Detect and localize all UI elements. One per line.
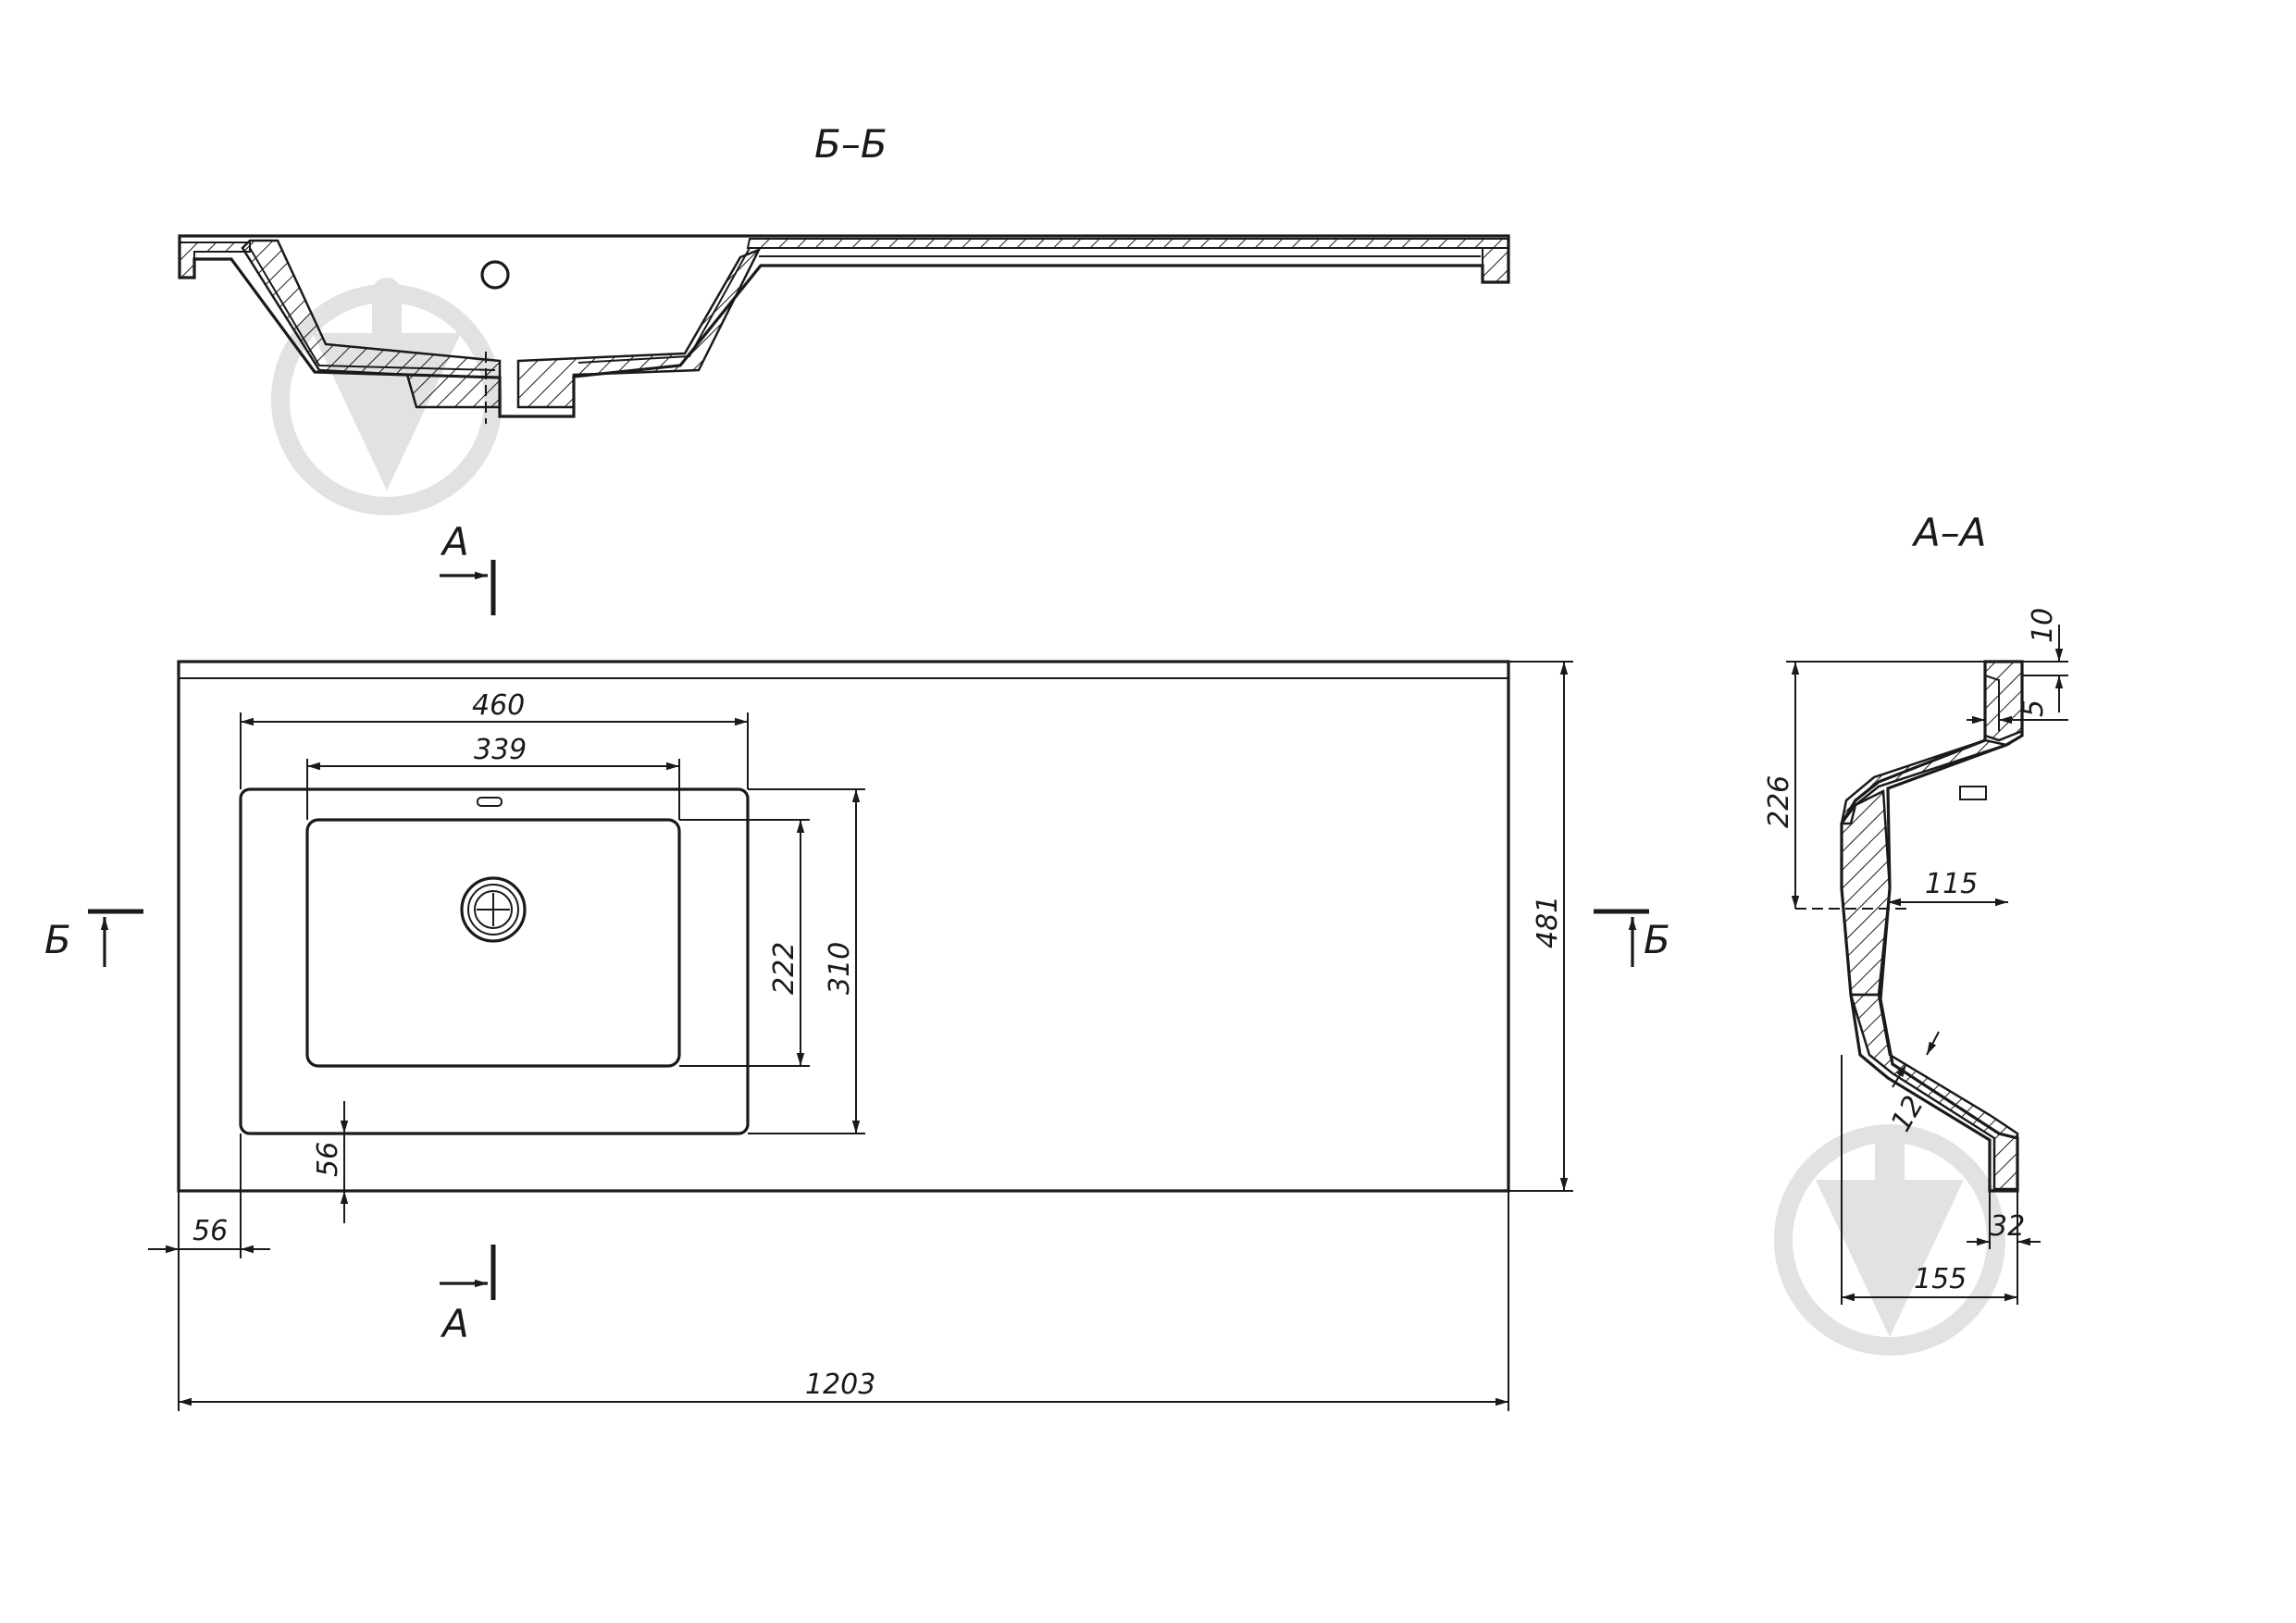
cut-mark-b-right: Б — [1594, 909, 1670, 967]
dim-overall-width: 1203 — [805, 1369, 875, 1401]
cut-mark-a-bottom: А — [440, 1245, 496, 1346]
dim-bowl-inner-depth: 222 — [768, 942, 800, 995]
plan-view: 460 339 222 310 481 56 56 — [148, 660, 1573, 1411]
dim-bowl-inner-width: 339 — [474, 734, 527, 766]
dim-aa-drain-to-back: 115 — [1925, 868, 1978, 900]
cut-mark-a-top: А — [440, 519, 496, 615]
cut-mark-a-top-label: А — [440, 519, 469, 564]
dim-front-offset: 56 — [312, 1142, 344, 1177]
dim-aa-height: 226 — [1763, 775, 1795, 828]
dim-bowl-outer-depth: 310 — [824, 942, 856, 995]
section-bb-hatch-wall — [241, 239, 502, 409]
section-bb-view: Б–Б — [178, 121, 1510, 424]
cut-mark-a-bottom-label: А — [440, 1301, 469, 1346]
cut-mark-b-left: Б — [44, 909, 143, 967]
section-bb-title: Б–Б — [814, 121, 887, 167]
dim-left-offset: 56 — [192, 1215, 228, 1247]
dim-aa-rim-offset: 5 — [2017, 700, 2050, 717]
section-aa-title: А–А — [1911, 510, 1986, 555]
section-bb-hatch-top — [746, 238, 1509, 249]
cut-mark-b-right-label: Б — [1644, 917, 1670, 962]
dim-overall-depth: 481 — [1532, 896, 1564, 948]
dim-bowl-outer-width: 460 — [472, 689, 525, 722]
section-aa-view: А–А 226 10 5 115 — [1763, 510, 2068, 1305]
watermark-logo-right — [1774, 1124, 2005, 1356]
dim-aa-bottom-overhang: 32 — [1990, 1210, 2025, 1243]
dim-aa-top-thickness: 10 — [2027, 608, 2059, 643]
section-bb-hatch-drain — [516, 247, 762, 409]
section-aa-hatch-upper — [1983, 660, 2024, 742]
cut-mark-b-left-label: Б — [44, 917, 71, 962]
dim-aa-bottom-depth: 155 — [1914, 1263, 1967, 1295]
section-bb-hatch-right-edge — [1482, 247, 1509, 283]
